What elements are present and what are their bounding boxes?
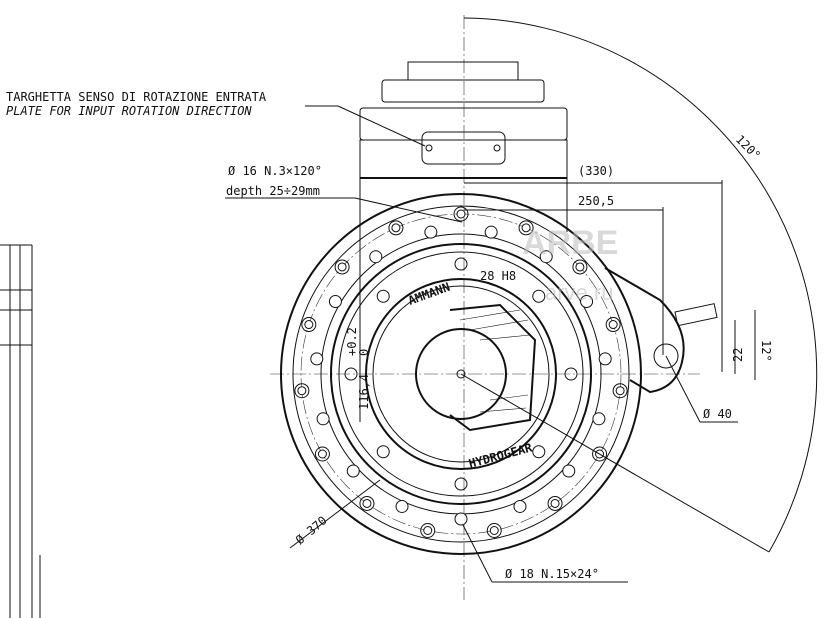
bolt-hole-inner bbox=[391, 223, 401, 233]
dimension-lines bbox=[225, 105, 756, 583]
bolt-hole bbox=[420, 523, 436, 539]
bolt-hole-inner bbox=[608, 320, 618, 330]
marked-hole-icon bbox=[346, 464, 360, 478]
bolt-hole bbox=[486, 523, 502, 539]
plate-label-italian: TARGHETTA SENSO DI ROTAZIONE ENTRATA bbox=[6, 90, 267, 104]
inner-hole bbox=[532, 289, 546, 303]
marked-hole-icon bbox=[328, 295, 342, 308]
bolt-hole bbox=[605, 317, 621, 333]
marked-hole-icon bbox=[369, 250, 383, 264]
bolt-hole-inner bbox=[423, 526, 433, 536]
marked-hole-icon bbox=[424, 225, 438, 239]
key-28-label: 28 H8 bbox=[480, 269, 516, 283]
marked-hole-icon bbox=[539, 250, 553, 264]
marked-hole-icon bbox=[310, 352, 324, 366]
tol-lower: 0 bbox=[357, 349, 371, 356]
torque-arm bbox=[604, 267, 718, 394]
bolt-hole-inner bbox=[550, 498, 560, 508]
hole16-label: Ø 16 N.3×120° bbox=[228, 164, 322, 178]
bolt-hole bbox=[453, 206, 469, 222]
marked-hole-icon bbox=[562, 464, 576, 478]
bolt-hole bbox=[314, 446, 330, 462]
dim-250: 250,5 bbox=[578, 194, 614, 208]
bolt-hole bbox=[592, 446, 608, 462]
bolt-hole-inner bbox=[521, 223, 531, 233]
inner-hole bbox=[344, 367, 358, 381]
angle-120-dimension bbox=[460, 17, 818, 553]
bolt-hole-inner bbox=[362, 498, 372, 508]
bolt-hole bbox=[612, 383, 628, 399]
inner-hole bbox=[376, 445, 390, 459]
dim-116-label: 116,4 bbox=[357, 374, 371, 410]
bolt-hole-inner bbox=[297, 386, 307, 396]
marked-hole-icon bbox=[484, 225, 498, 239]
inner-hole bbox=[564, 367, 578, 381]
bolt-hole-inner bbox=[304, 320, 314, 330]
dim-330: (330) bbox=[578, 164, 614, 178]
angle-120-label: 120° bbox=[733, 132, 763, 162]
bolt-hole bbox=[547, 495, 563, 511]
bolt-hole bbox=[359, 495, 375, 511]
bolt-hole bbox=[294, 383, 310, 399]
dia-370-label: Ø 370 bbox=[293, 513, 330, 547]
bolt-hole bbox=[334, 259, 350, 275]
brand-hydrogear: HYDROGEAR bbox=[467, 440, 534, 471]
inner-hole bbox=[454, 477, 468, 491]
bolt-hole-inner bbox=[575, 262, 585, 272]
left-table-lines bbox=[0, 244, 41, 618]
depth-label: depth 25÷29mm bbox=[226, 184, 320, 198]
input-housing bbox=[359, 61, 568, 232]
angle-12-label: 12° bbox=[759, 340, 773, 362]
marked-hole-icon bbox=[580, 295, 594, 308]
marked-hole-icon bbox=[592, 412, 606, 426]
inner-hole bbox=[376, 289, 390, 303]
bolt-hole-inner bbox=[317, 449, 327, 459]
inner-hole bbox=[454, 257, 468, 271]
dia-40-label: Ø 40 bbox=[703, 407, 732, 421]
bolt-hole bbox=[518, 220, 534, 236]
marked-hole-icon bbox=[454, 512, 468, 526]
tol-upper: +0.2 bbox=[345, 327, 359, 356]
bolt-hole bbox=[572, 259, 588, 275]
bolt-hole bbox=[388, 220, 404, 236]
marked-hole-icon bbox=[598, 352, 612, 366]
plate-label-english: PLATE FOR INPUT ROTATION DIRECTION bbox=[6, 104, 252, 118]
rotation-plate bbox=[421, 131, 506, 165]
watermark-logo: ARBE bbox=[522, 224, 618, 262]
bolt-hole bbox=[301, 317, 317, 333]
bolt-hole-inner bbox=[489, 526, 499, 536]
inner-hole bbox=[532, 445, 546, 459]
main-flange bbox=[280, 193, 642, 555]
watermark-site: arve.ru bbox=[545, 280, 613, 305]
dim-22-label: 22 bbox=[731, 348, 745, 362]
bolt-hole-inner bbox=[456, 209, 466, 219]
marked-hole-icon bbox=[513, 499, 527, 513]
bolt-hole-inner bbox=[337, 262, 347, 272]
bolt-hole-inner bbox=[615, 386, 625, 396]
hole18-label: Ø 18 N.15×24° bbox=[505, 567, 599, 581]
marked-hole-icon bbox=[395, 499, 409, 513]
marked-hole-icon bbox=[316, 412, 330, 426]
